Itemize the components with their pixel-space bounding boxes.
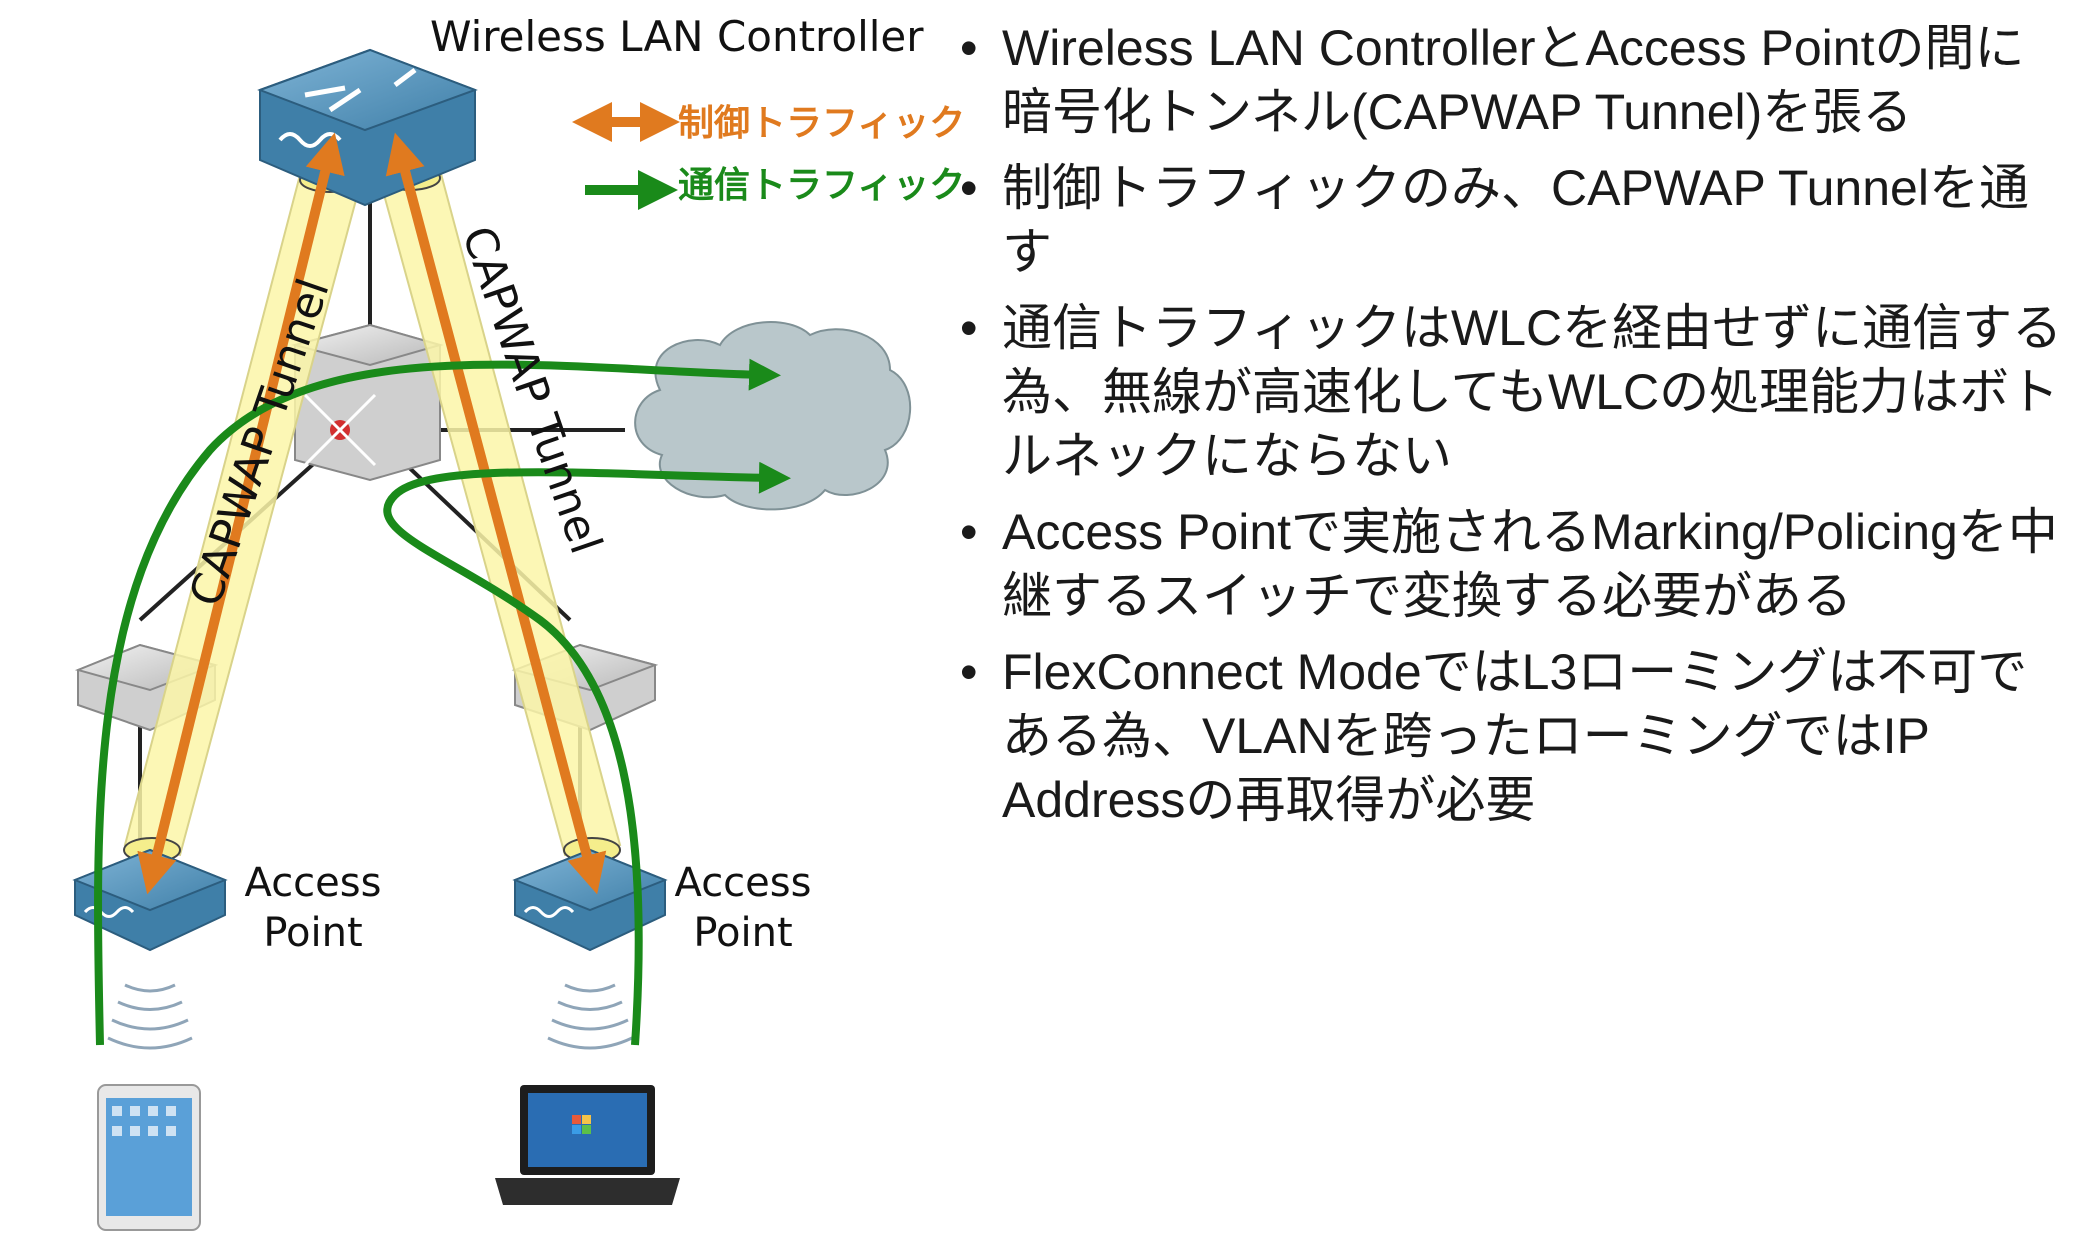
bullet-item: Access Pointで実施されるMarking/Policingを中継するス… xyxy=(960,500,2070,628)
bullet-item: Wireless LAN ControllerとAccess Pointの間に暗… xyxy=(960,16,2070,144)
bullet-item: FlexConnect ModeではL3ローミングは不可である為、VLANを跨っ… xyxy=(960,640,2070,832)
network-diagram xyxy=(72,48,912,1231)
access-point-label-right: Access Point xyxy=(674,860,812,956)
wireless-signal-right-icon xyxy=(547,983,633,1050)
wlc-label: Wireless LAN Controller xyxy=(430,12,924,61)
bullet-item: 通信トラフィックはWLCを経由せずに通信する為、無線が高速化してもWLCの処理能… xyxy=(960,296,2070,488)
legend-control-label: 制御トラフィック xyxy=(678,103,966,144)
tablet-icon xyxy=(97,1084,201,1231)
laptop-icon xyxy=(495,1085,680,1205)
access-point-label-left: Access Point xyxy=(244,860,382,956)
legend-data-label: 通信トラフィック xyxy=(678,165,966,206)
data-traffic-arrows xyxy=(94,358,791,1046)
wireless-signal-left-icon xyxy=(107,983,193,1050)
control-traffic-arrows xyxy=(137,132,607,895)
bullet-item: 制御トラフィックのみ、CAPWAP Tunnelを通す xyxy=(960,156,2070,284)
bullet-list: Wireless LAN ControllerとAccess Pointの間に暗… xyxy=(960,16,2070,844)
